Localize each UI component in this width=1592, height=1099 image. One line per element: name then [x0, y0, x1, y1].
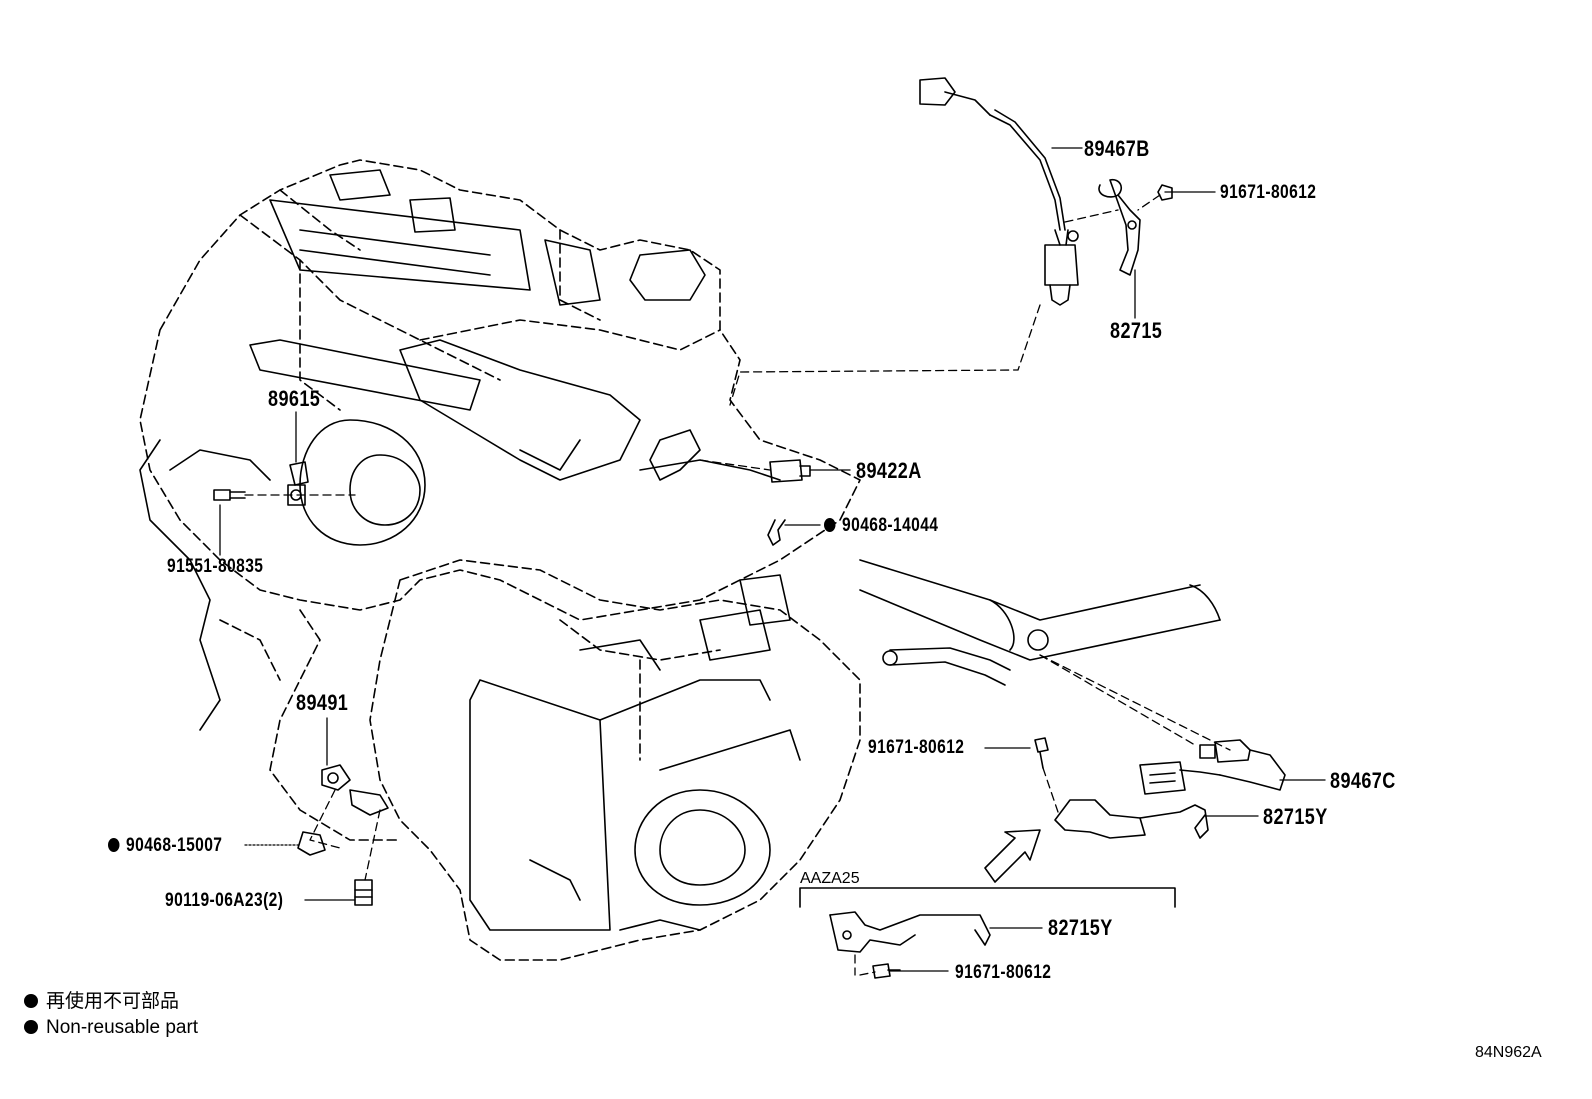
part-label-91551[interactable]: 91551-80835 — [167, 556, 264, 577]
reference-lines — [244, 194, 1231, 976]
legend-text-english: Non-reusable part — [46, 1017, 199, 1038]
non-reusable-dot-icon — [24, 994, 38, 1008]
transmission-outline — [219, 559, 861, 961]
part-label-82715Y-a[interactable]: 82715Y — [1263, 804, 1328, 829]
part-label-90468-15007[interactable]: 90468-15007 — [108, 836, 222, 855]
bracket-82715 — [1098, 178, 1173, 276]
diagram-code: 84N962A — [1475, 1044, 1542, 1061]
part-label-89491[interactable]: 89491 — [296, 690, 349, 715]
part-number-text: 90468-14044 — [842, 515, 939, 536]
variant-box — [799, 887, 1176, 979]
non-reusable-dot-icon — [824, 518, 836, 532]
leader-lines — [219, 147, 1326, 972]
legend-text-japanese: 再使用不可部品 — [46, 991, 180, 1012]
legend-line-1: 再使用不可部品 — [24, 992, 179, 1011]
air-fuel-sensor-upper — [919, 77, 1079, 306]
part-label-89467B[interactable]: 89467B — [1084, 136, 1150, 161]
part-label-89422A[interactable]: 89422A — [856, 458, 922, 483]
part-label-82715Y-b[interactable]: 82715Y — [1048, 915, 1113, 940]
direction-arrow — [984, 829, 1041, 883]
part-number-text: 90468-15007 — [126, 835, 223, 856]
part-label-91671-bot[interactable]: 91671-80612 — [955, 962, 1052, 983]
part-label-91671-top[interactable]: 91671-80612 — [1220, 182, 1317, 203]
variant-label: AAZA25 — [800, 870, 860, 887]
part-label-82715[interactable]: 82715 — [1110, 318, 1163, 343]
engine-details — [139, 169, 781, 731]
part-label-89615[interactable]: 89615 — [268, 386, 321, 411]
transmission-details — [469, 574, 801, 931]
part-label-89467C[interactable]: 89467C — [1330, 768, 1396, 793]
non-reusable-dot-icon — [108, 838, 120, 852]
bracket-82715Y — [1034, 737, 1209, 839]
engine-outline — [139, 159, 861, 621]
legend-line-2: Non-reusable part — [24, 1018, 198, 1037]
part-label-91671-mid[interactable]: 91671-80612 — [868, 737, 965, 758]
non-reusable-dot-icon — [24, 1020, 38, 1034]
part-label-90119[interactable]: 90119-06A23(2) — [165, 890, 284, 911]
knock-sensor — [213, 461, 309, 506]
exhaust-pipe — [859, 559, 1221, 686]
oxygen-sensor-lower — [1139, 739, 1286, 795]
part-label-90468-14044[interactable]: 90468-14044 — [824, 516, 938, 535]
temperature-sensor — [767, 459, 811, 546]
speed-sensor — [297, 764, 389, 906]
